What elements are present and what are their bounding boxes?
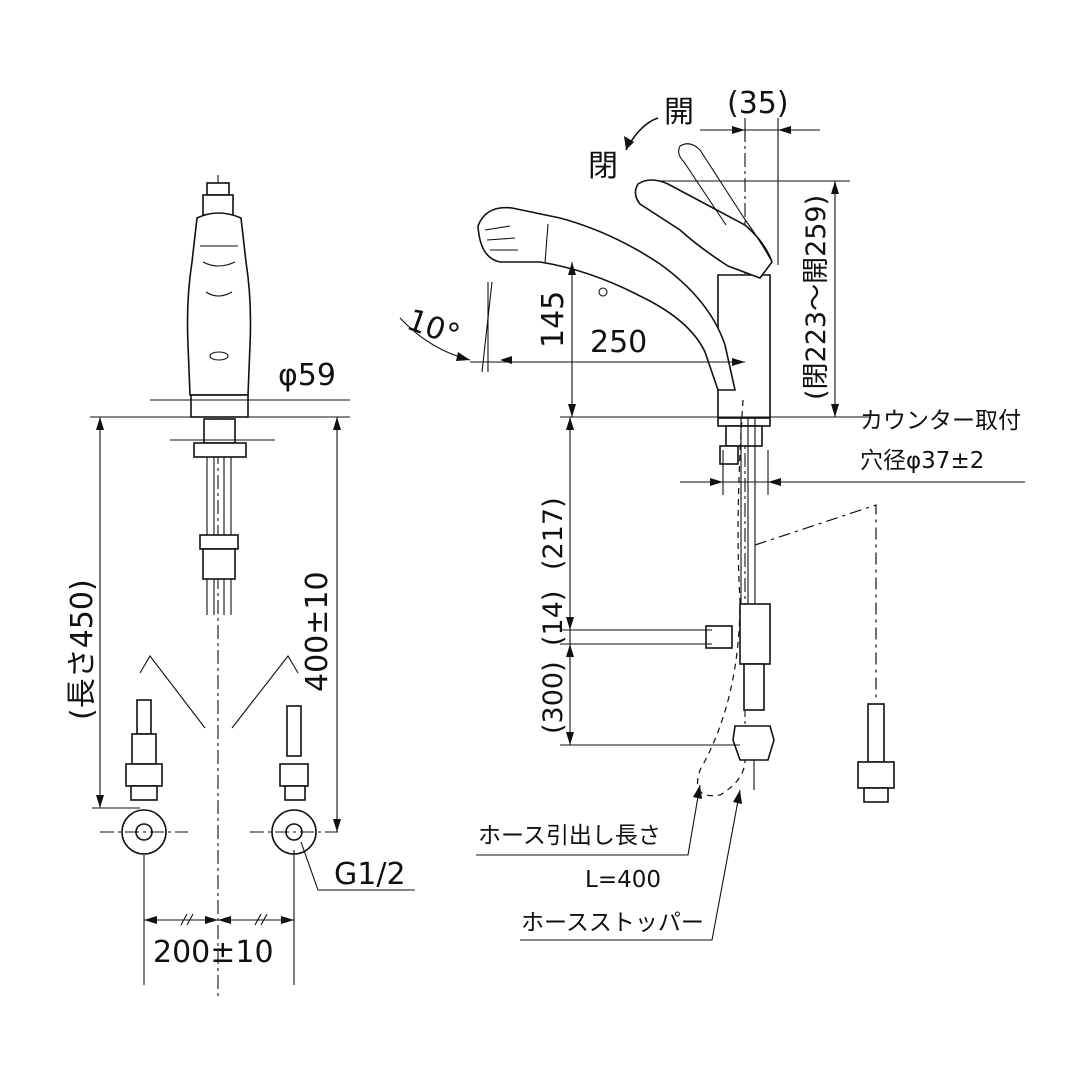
front-right-nut <box>279 763 309 787</box>
side-sprayhead-joint <box>544 223 549 264</box>
side-spout <box>477 206 736 391</box>
label-pitch: 200±10 <box>153 935 274 970</box>
open-close-arrow <box>624 136 634 150</box>
front-supply-hoses <box>206 457 232 535</box>
side-hole-arrow-right <box>768 478 781 486</box>
side-shank <box>725 425 763 447</box>
dim-35-arrow-left <box>732 126 745 134</box>
dim-200-arrow-mid-left <box>205 916 218 924</box>
dim-handle-arrow-top <box>831 181 839 194</box>
front-left-valve-ring <box>121 809 167 855</box>
front-shank <box>203 418 236 444</box>
label-spout-height: 145 <box>536 291 571 348</box>
front-body-mark <box>209 351 229 361</box>
dim-300-arrow-bottom <box>566 732 574 745</box>
label-open: 開 <box>664 95 694 130</box>
side-hose-pull-path <box>696 399 746 797</box>
side-hose-weight <box>732 725 775 761</box>
side-view <box>399 117 1025 941</box>
front-break-line-right <box>231 655 299 729</box>
dim-400-arrow-bottom <box>333 819 341 832</box>
label-hose-pull-1: ホース引出し長さ <box>478 823 661 849</box>
side-spout-mark <box>598 287 608 297</box>
labels: 開 閉 (35) 10° 145 250 (閉223～開259) カウンター取付… <box>65 86 1021 970</box>
label-handle-offset: (35) <box>727 86 789 121</box>
side-bracket <box>705 625 733 649</box>
label-thread: G1/2 <box>334 857 406 892</box>
dim-450-arrow-bottom <box>96 795 104 808</box>
side-supply-path <box>754 504 877 700</box>
label-dim-217: (217) <box>538 497 569 570</box>
label-handle-height: (閉223～開259) <box>801 195 832 400</box>
dim-300-arrow-top <box>566 644 574 657</box>
dim-145-arrow-top <box>568 262 576 275</box>
dim-200-arrow-right <box>281 916 294 924</box>
label-length-450: (長さ450) <box>65 579 100 720</box>
front-lever-stem <box>202 194 234 216</box>
dim-217-arrow-bottom <box>566 617 574 630</box>
dim-250-arrow-right <box>732 358 745 366</box>
angle-arrow-right <box>500 356 512 364</box>
side-supply-stub <box>867 703 885 763</box>
label-spout-reach: 250 <box>590 325 647 360</box>
label-counter-hole-1: カウンター取付 <box>860 408 1021 434</box>
front-left-stub-lower <box>131 733 157 765</box>
front-base-flange <box>190 394 249 418</box>
dim-200-arrow-mid-right <box>218 916 231 924</box>
side-handle-open-edge <box>678 145 727 226</box>
front-hose-fitting <box>202 548 236 580</box>
side-nut-left <box>719 445 739 465</box>
front-right-nut-lower <box>284 785 306 801</box>
front-left-nut <box>125 763 163 787</box>
dim-400-arrow-top <box>333 417 341 430</box>
label-dim-300: (300) <box>538 661 569 734</box>
hose-stopper-leader-arrow <box>733 790 742 804</box>
dim-200-equal-marks <box>180 913 268 926</box>
label-hose-pull-2: L=400 <box>585 867 661 893</box>
thread-leader <box>300 841 415 891</box>
dim-145-arrow-bottom <box>568 404 576 417</box>
side-spray-face <box>484 225 518 251</box>
dim-handle-arrow-bottom <box>831 404 839 417</box>
side-hole-arrow-left <box>710 478 723 486</box>
dim-217-arrow-top <box>566 417 574 430</box>
side-hose-clamp <box>739 603 771 665</box>
label-diameter: φ59 <box>278 358 336 393</box>
label-supply-400: 400±10 <box>300 571 335 692</box>
dim-200-arrow-left <box>144 916 157 924</box>
front-mount-nut <box>193 442 247 458</box>
dim-450-arrow-top <box>96 417 104 430</box>
hose-stopper-leader <box>520 789 741 941</box>
angle-ref-line <box>481 281 493 373</box>
dim-35-arrow-right <box>778 126 791 134</box>
side-supply-nut-lower <box>863 787 889 803</box>
front-body-details <box>200 245 238 297</box>
hose-pull-leader <box>476 784 701 856</box>
label-counter-hole-2: 穴径φ37±2 <box>860 448 984 474</box>
side-hose-segment <box>743 663 765 711</box>
front-view <box>90 175 415 1000</box>
side-handle-open-position <box>679 143 773 263</box>
front-left-nut-lower <box>130 785 158 801</box>
front-faucet-body <box>186 212 252 396</box>
front-right-stub <box>286 705 302 757</box>
label-hose-stopper: ホースストッパー <box>521 910 704 936</box>
front-left-stub <box>136 699 152 735</box>
front-hose-connector <box>199 534 239 550</box>
label-close: 閉 <box>588 149 618 184</box>
side-supply-nut <box>857 761 895 789</box>
label-dim-14: (14) <box>538 591 569 646</box>
front-break-line-left <box>139 655 206 729</box>
hose-pull-leader-arrow <box>693 785 702 799</box>
label-angle: 10° <box>402 303 464 354</box>
side-base <box>717 417 771 427</box>
front-lever-tip <box>206 182 230 196</box>
front-lower-hoses <box>206 579 232 615</box>
angle-arrow <box>456 352 470 361</box>
